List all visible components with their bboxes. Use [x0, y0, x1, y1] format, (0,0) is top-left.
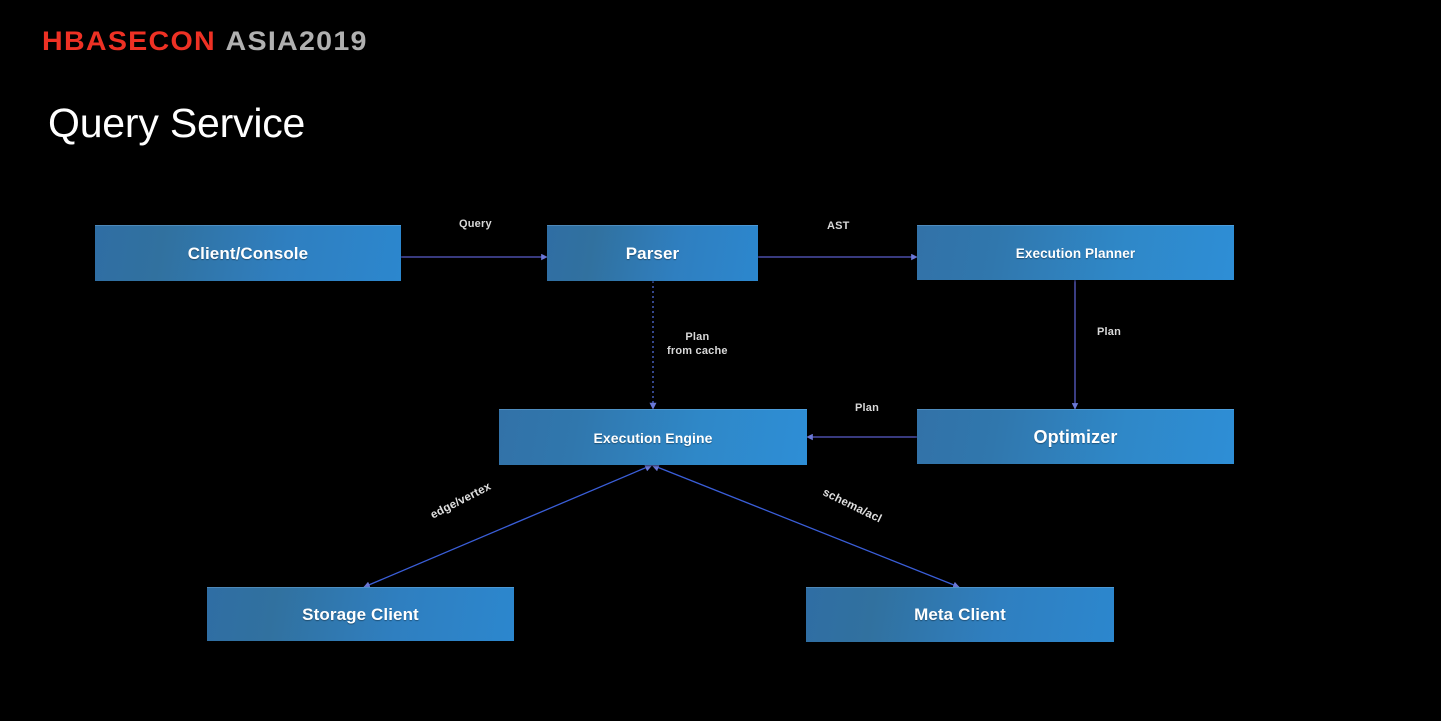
edge-label-line2: from cache	[667, 344, 728, 357]
edge-engine-meta	[651, 463, 960, 588]
edge-label-plan-from-cache: Plan from cache	[667, 331, 728, 359]
node-label: Meta Client	[914, 605, 1006, 624]
edge-label-plan-optimizer-engine: Plan	[855, 402, 880, 414]
edge-label-query: Query	[459, 218, 492, 230]
node-client-console[interactable]: Client/Console	[95, 225, 401, 281]
node-execution-engine[interactable]: Execution Engine	[499, 409, 807, 465]
node-optimizer[interactable]: Optimizer	[917, 409, 1234, 464]
edge-engine-storage	[363, 464, 653, 588]
edge-label-line1: Plan	[685, 331, 710, 343]
node-label: Storage Client	[302, 604, 419, 624]
node-meta-client[interactable]: Meta Client	[806, 587, 1114, 642]
hbasecon-logo: HBASECON ASIA2019	[42, 28, 368, 55]
logo-primary-text: HBASECON	[42, 26, 216, 56]
node-label: Execution Planner	[1015, 245, 1136, 261]
node-label: Optimizer	[1033, 426, 1118, 447]
node-execution-planner[interactable]: Execution Planner	[917, 225, 1234, 280]
edge-label-ast: AST	[827, 220, 850, 232]
page-title: Query Service	[48, 100, 306, 146]
node-parser[interactable]: Parser	[547, 225, 758, 281]
node-label: Execution Engine	[593, 429, 713, 446]
node-label: Parser	[625, 243, 680, 263]
node-label: Client/Console	[187, 243, 309, 263]
edge-label-schema-acl: schema/acl	[820, 486, 884, 526]
node-storage-client[interactable]: Storage Client	[207, 587, 514, 641]
edge-label-plan-planner-optimizer: Plan	[1097, 326, 1122, 338]
logo-secondary-text: ASIA2019	[225, 26, 368, 56]
edge-label-edge-vertex: edge/vertex	[428, 480, 494, 522]
